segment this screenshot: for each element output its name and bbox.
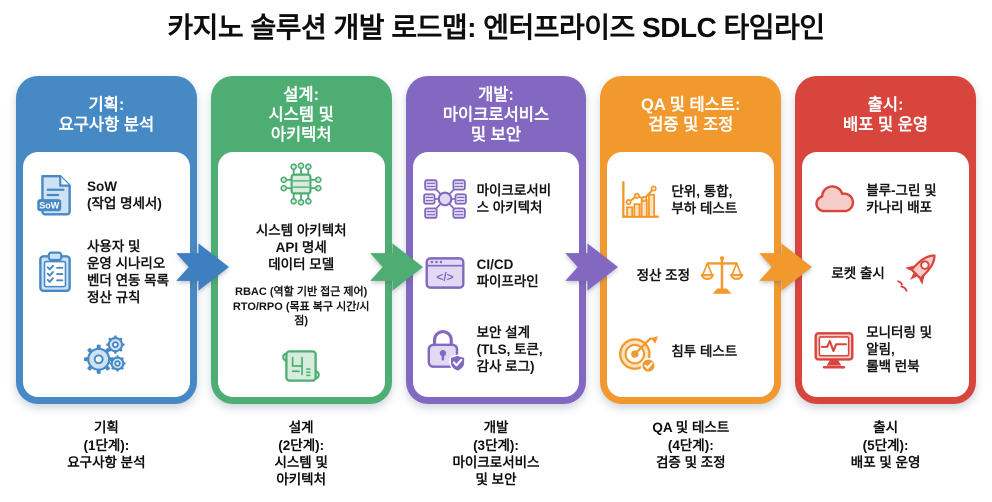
balance-scale-icon [699, 253, 745, 299]
network-chip-icon [275, 158, 327, 210]
item-label: 로켓 출시 [831, 265, 885, 281]
stage-column-development: 개발: 마이크로서비스 및 보안 마이크로서비 스 아키텍처 [405, 76, 587, 488]
stage-footer: 출시 (5단계): 배포 및 운영 [850, 420, 921, 470]
item-label: CI/CD 파이프라인 [476, 257, 539, 290]
item-label: 블루-그린 및 카나리 배포 [866, 183, 937, 216]
page-title: 카지노 솔루션 개발 로드맵: 엔터프라이즈 SDLC 타임라인 [167, 12, 825, 43]
list-item: 단위, 통합, 부하 테스트 [614, 177, 767, 223]
stage-column-planning: 기획: 요구사항 분석 SoW SoW (작업 명세서) 사용자 및 [16, 76, 197, 488]
bar-chart-icon [616, 177, 662, 223]
stages-row: 기획: 요구사항 분석 SoW SoW (작업 명세서) 사용자 및 [16, 76, 976, 488]
item-label: 단위, 통합, 부하 테스트 [671, 184, 738, 217]
microservices-icon [422, 176, 468, 222]
list-item [225, 340, 378, 392]
item-label: SoW (작업 명세서) [87, 179, 162, 212]
list-item: SoW SoW (작업 명세서) [30, 172, 183, 218]
item-label: 마이크로서비 스 아키텍처 [476, 183, 552, 216]
stage-header: 기획: 요구사항 분석 [58, 96, 155, 135]
list-item [30, 326, 183, 380]
list-item: </> CI/CD 파이프라인 [420, 250, 573, 296]
stage-footer: 개발 (3단계): 마이크로서비스 및 보안 [452, 420, 540, 488]
stage-footer: 기획 (1단계): 요구사항 분석 [67, 420, 146, 470]
stage-card-launch: 출시: 배포 및 운영 블루-그린 및 카나리 배포 로켓 출시 [795, 76, 976, 405]
cloud-icon [811, 176, 857, 222]
arrow-right-icon [758, 242, 816, 292]
arrow-right-icon [564, 242, 622, 292]
gears-icon [79, 326, 133, 380]
sow-document-icon: SoW [32, 172, 78, 218]
item-label: 침투 테스트 [671, 344, 738, 360]
list-item: 블루-그린 및 카나리 배포 [809, 176, 962, 222]
list-item [225, 158, 378, 210]
list-item: 시스템 아키텍처 API 명세 데이터 모델 [225, 222, 378, 273]
svg-text:SoW: SoW [39, 201, 59, 211]
list-item: RBAC (역할 기반 접근 제어) RTO/RPO (목표 복구 시간/시점) [225, 285, 378, 328]
stage-header: QA 및 테스트: 검증 및 조정 [641, 96, 741, 135]
list-item: 정산 조정 [614, 253, 767, 299]
target-dart-icon [616, 329, 662, 375]
item-label: 정산 조정 [636, 268, 690, 284]
list-item: 보안 설계 (TLS, 토큰, 감사 로그) [420, 324, 573, 375]
stage-header: 설계: 시스템 및 아키텍처 [268, 86, 334, 145]
svg-text:</>: </> [436, 270, 453, 284]
list-item: 사용자 및 운영 시나리오 벤더 연동 목록 정산 규칙 [30, 238, 183, 306]
item-label: 보안 설계 (TLS, 토큰, 감사 로그) [476, 325, 543, 375]
stage-footer: QA 및 테스트 (4단계): 검증 및 조정 [652, 420, 730, 470]
stage-column-launch: 출시: 배포 및 운영 블루-그린 및 카나리 배포 로켓 출시 [795, 76, 976, 488]
stage-column-qa: QA 및 테스트: 검증 및 조정 단위, 통합, 부하 테스트 정산 조정 [600, 76, 782, 488]
clipboard-checklist-icon [32, 249, 78, 295]
stage-footer: 설계 (2단계): 시스템 및 아키텍처 [274, 420, 328, 488]
stage-card-planning: 기획: 요구사항 분석 SoW SoW (작업 명세서) 사용자 및 [16, 76, 197, 405]
list-item: 모니터링 및 알림, 롤백 런북 [809, 324, 962, 375]
item-label: 사용자 및 운영 시나리오 벤더 연동 목록 정산 규칙 [87, 238, 170, 305]
stage-column-design: 설계: 시스템 및 아키텍처 시스템 아키텍처 API 명세 데이터 모델 [210, 76, 392, 488]
list-item: 마이크로서비 스 아키텍처 [420, 176, 573, 222]
monitor-alert-icon [811, 327, 857, 373]
item-label: RBAC (역할 기반 접근 제어) RTO/RPO (목표 복구 시간/시점) [232, 286, 370, 328]
stage-header: 출시: 배포 및 운영 [843, 96, 929, 135]
rocket-icon [894, 250, 940, 296]
stage-card-development: 개발: 마이크로서비스 및 보안 마이크로서비 스 아키텍처 [405, 76, 587, 405]
list-item: 로켓 출시 [809, 250, 962, 296]
item-label: 모니터링 및 알림, 롤백 런북 [866, 325, 933, 375]
arrow-right-icon [369, 242, 427, 292]
list-item: 침투 테스트 [614, 329, 767, 375]
code-window-icon: </> [422, 250, 468, 296]
blueprint-scroll-icon [275, 340, 327, 392]
lock-shield-icon [422, 327, 468, 373]
stage-card-design: 설계: 시스템 및 아키텍처 시스템 아키텍처 API 명세 데이터 모델 [210, 76, 392, 405]
stage-header: 개발: 마이크로서비스 및 보안 [442, 86, 550, 145]
item-label: 시스템 아키텍처 API 명세 데이터 모델 [255, 223, 347, 273]
stage-card-qa: QA 및 테스트: 검증 및 조정 단위, 통합, 부하 테스트 정산 조정 [600, 76, 782, 405]
arrow-right-icon [175, 242, 233, 292]
